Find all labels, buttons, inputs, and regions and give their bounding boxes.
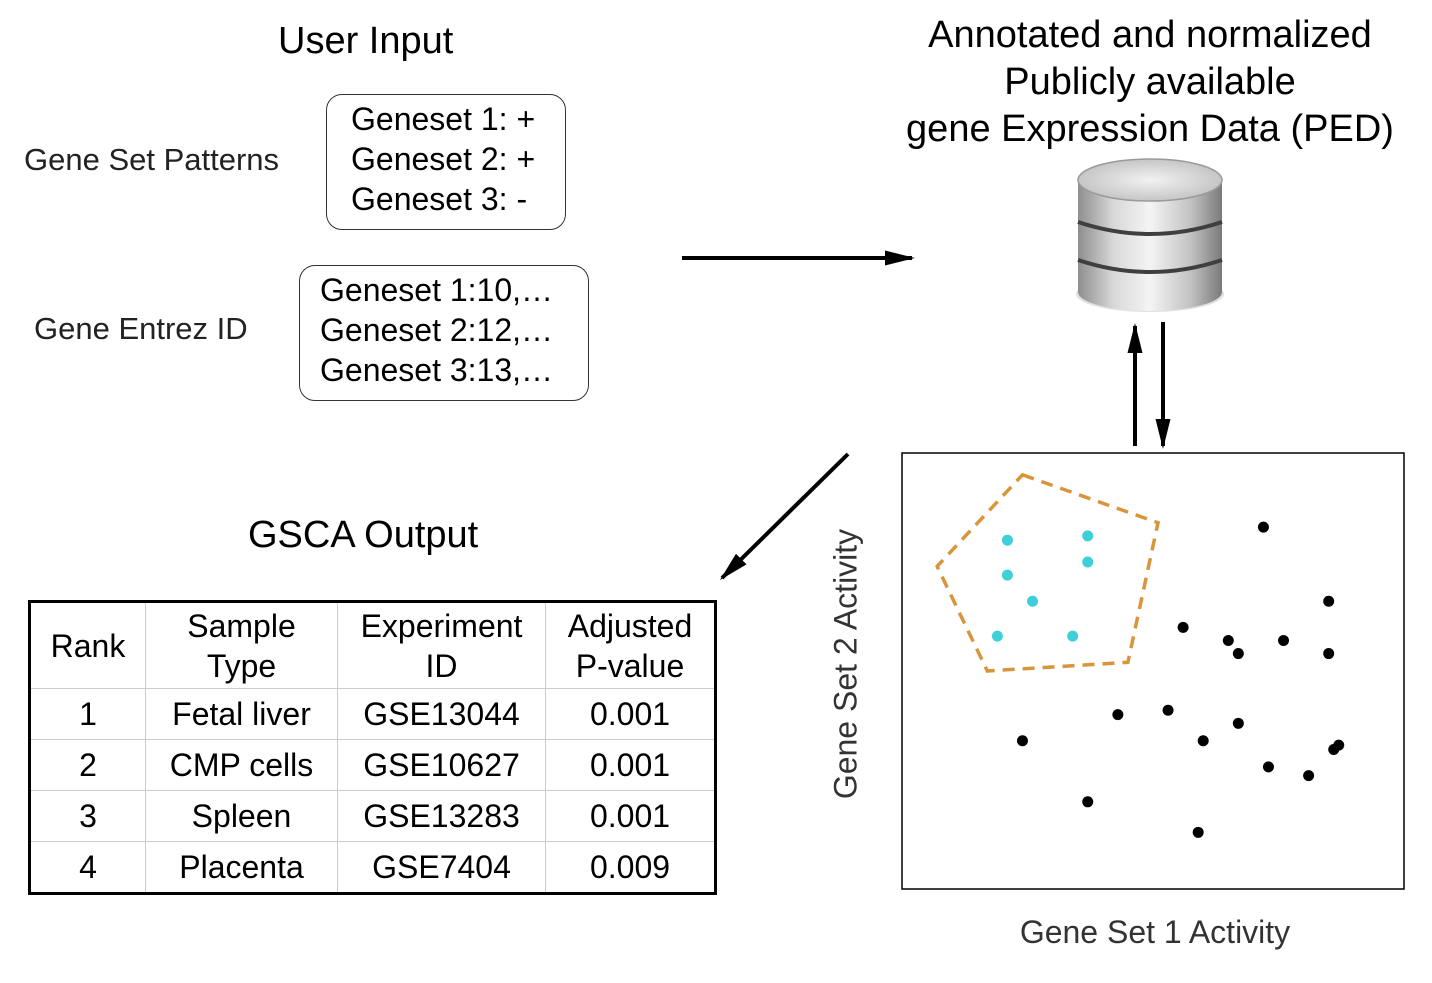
cell-experiment-id: GSE13283 <box>337 790 546 842</box>
cell-rank: 3 <box>29 790 146 842</box>
data-point <box>1016 735 1028 747</box>
ped-title: Annotated and normalized Publicly availa… <box>870 12 1430 153</box>
header-text: Adjusted <box>567 607 693 644</box>
cell-p-value: 0.009 <box>545 841 716 894</box>
selection-region <box>935 472 1161 673</box>
gene-entrez-id-label: Gene Entrez ID <box>34 311 248 346</box>
data-point <box>1257 521 1269 533</box>
table-row: 2 CMP cells GSE10627 0.001 <box>29 739 716 791</box>
data-point <box>1197 735 1209 747</box>
header-text: ID <box>425 647 458 684</box>
data-point <box>1303 770 1315 782</box>
header-text: Type <box>206 647 277 684</box>
highlighted-data-point <box>1001 534 1013 546</box>
pattern-line: Geneset 1: + <box>351 101 536 137</box>
highlighted-data-point <box>1082 556 1094 568</box>
database-icon <box>1076 158 1224 312</box>
data-point <box>1333 739 1345 751</box>
entrez-line: Geneset 1:10,… <box>320 272 554 308</box>
data-point <box>1162 704 1174 716</box>
cell-experiment-id: GSE13044 <box>337 688 546 740</box>
cell-experiment-id: GSE10627 <box>337 739 546 791</box>
header-text: P-value <box>575 647 685 684</box>
gsca-output-title: GSCA Output <box>248 514 479 556</box>
entrez-line: Geneset 3:13,… <box>320 352 554 388</box>
highlighted-data-point <box>991 630 1003 642</box>
data-point <box>1222 634 1234 646</box>
table-row: 4 Placenta GSE7404 0.009 <box>29 841 716 894</box>
cell-rank: 2 <box>29 739 146 791</box>
cell-rank: 1 <box>29 688 146 740</box>
header-rank: Rank <box>29 601 146 689</box>
highlighted-data-point <box>1001 569 1013 581</box>
data-point <box>1323 595 1335 607</box>
scatter-points <box>991 521 1345 838</box>
table-row: 3 Spleen GSE13283 0.001 <box>29 790 716 842</box>
data-point <box>1112 709 1124 721</box>
gene-entrez-id-box: Geneset 1:10,… Geneset 2:12,… Geneset 3:… <box>299 265 589 401</box>
data-point <box>1082 796 1094 808</box>
highlighted-data-point <box>1082 530 1094 542</box>
data-point <box>1262 761 1274 773</box>
highlighted-data-point <box>1027 595 1039 607</box>
entrez-line: Geneset 2:12,… <box>320 312 554 348</box>
header-text: Experiment <box>360 607 523 644</box>
data-point <box>1192 826 1204 838</box>
scatter-plot-frame <box>901 452 1405 890</box>
ped-title-line: Annotated and normalized <box>928 14 1372 56</box>
ped-title-line: gene Expression Data (PED) <box>906 108 1394 150</box>
header-text: Sample <box>187 607 296 644</box>
x-axis-label: Gene Set 1 Activity <box>1019 914 1291 950</box>
pattern-line: Geneset 2: + <box>351 141 536 177</box>
cell-sample-type: Spleen <box>145 790 338 842</box>
ped-title-line: Publicly available <box>1004 61 1296 103</box>
cell-rank: 4 <box>29 841 146 894</box>
header-text: Rank <box>50 627 126 664</box>
cell-sample-type: CMP cells <box>145 739 338 791</box>
y-axis-label: Gene Set 2 Activity <box>827 528 864 800</box>
gene-set-patterns-box: Geneset 1: + Geneset 2: + Geneset 3: - <box>326 94 566 230</box>
pattern-line: Geneset 3: - <box>351 181 528 217</box>
data-point <box>1177 621 1189 633</box>
arrow-to-output <box>719 452 850 581</box>
cell-sample-type: Fetal liver <box>145 688 338 740</box>
data-point <box>1232 717 1244 729</box>
table-row: 1 Fetal liver GSE13044 0.001 <box>29 688 716 740</box>
cell-p-value: 0.001 <box>545 739 716 791</box>
data-point <box>1278 634 1290 646</box>
gene-set-patterns-label: Gene Set Patterns <box>24 142 280 177</box>
data-point <box>1323 648 1335 660</box>
cell-experiment-id: GSE7404 <box>337 841 546 894</box>
user-input-title: User Input <box>278 20 454 62</box>
data-point <box>1232 648 1244 660</box>
cell-p-value: 0.001 <box>545 790 716 842</box>
highlighted-data-point <box>1067 630 1079 642</box>
